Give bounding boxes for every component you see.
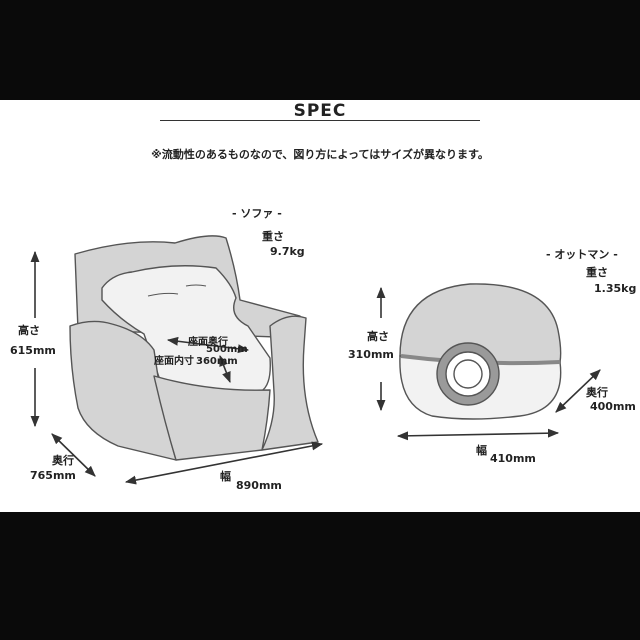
- ottoman-ring-inner: [453, 359, 483, 389]
- ottoman-height-value: 310mm: [348, 348, 394, 361]
- sofa-weight-label: 重さ: [262, 230, 284, 243]
- sofa-width-label: 幅: [220, 470, 231, 483]
- ottoman-width-value: 410mm: [490, 452, 536, 465]
- ottoman-dimensions: [376, 286, 601, 441]
- ottoman-depth-label: 奥行: [586, 386, 608, 399]
- ottoman-depth-value: 400mm: [590, 400, 636, 413]
- top-dark-band: [0, 0, 640, 100]
- seat-depth-value: 500mm: [206, 344, 248, 355]
- sofa-depth-arrow: [51, 433, 96, 477]
- seat-inner-arrow: [219, 354, 231, 384]
- spec-title: SPEC: [293, 101, 347, 121]
- sofa-right-arm: [261, 315, 319, 451]
- sofa-heading: - ソファ -: [232, 207, 282, 220]
- ottoman-depth-arrow: [555, 369, 601, 413]
- sofa-weight-value: 9.7kg: [270, 245, 305, 258]
- ottoman-height-label: 高さ: [367, 330, 389, 343]
- seat-depth-label: 座面奥行: [188, 337, 228, 348]
- sofa-dimensions: [30, 250, 324, 485]
- sofa-front: [153, 375, 271, 461]
- ottoman-width-label: 幅: [476, 444, 487, 457]
- sofa-depth-value: 765mm: [30, 469, 76, 482]
- ottoman-drawing: [399, 283, 562, 420]
- bottom-dark-band: [0, 512, 640, 640]
- seat-depth-arrow: [166, 336, 250, 354]
- ottoman-width-arrow: [396, 428, 560, 441]
- seat-inner-label: 座面内寸: [154, 356, 194, 367]
- seat-inner-value: 360mm: [196, 356, 238, 367]
- sofa-height-value: 615mm: [10, 344, 56, 357]
- ottoman-heading: - オットマン -: [546, 248, 618, 261]
- sofa-height-label: 高さ: [18, 324, 40, 337]
- sofa-width-arrow: [124, 441, 324, 485]
- ottoman-weight-label: 重さ: [586, 266, 608, 279]
- spec-note: ※流動性のあるものなので、図り方によってはサイズが異なります。: [151, 148, 489, 161]
- title-underline: [160, 120, 480, 121]
- sofa-depth-label: 奥行: [52, 454, 74, 467]
- sofa-width-value: 890mm: [236, 479, 282, 492]
- ottoman-weight-value: 1.35kg: [594, 282, 637, 295]
